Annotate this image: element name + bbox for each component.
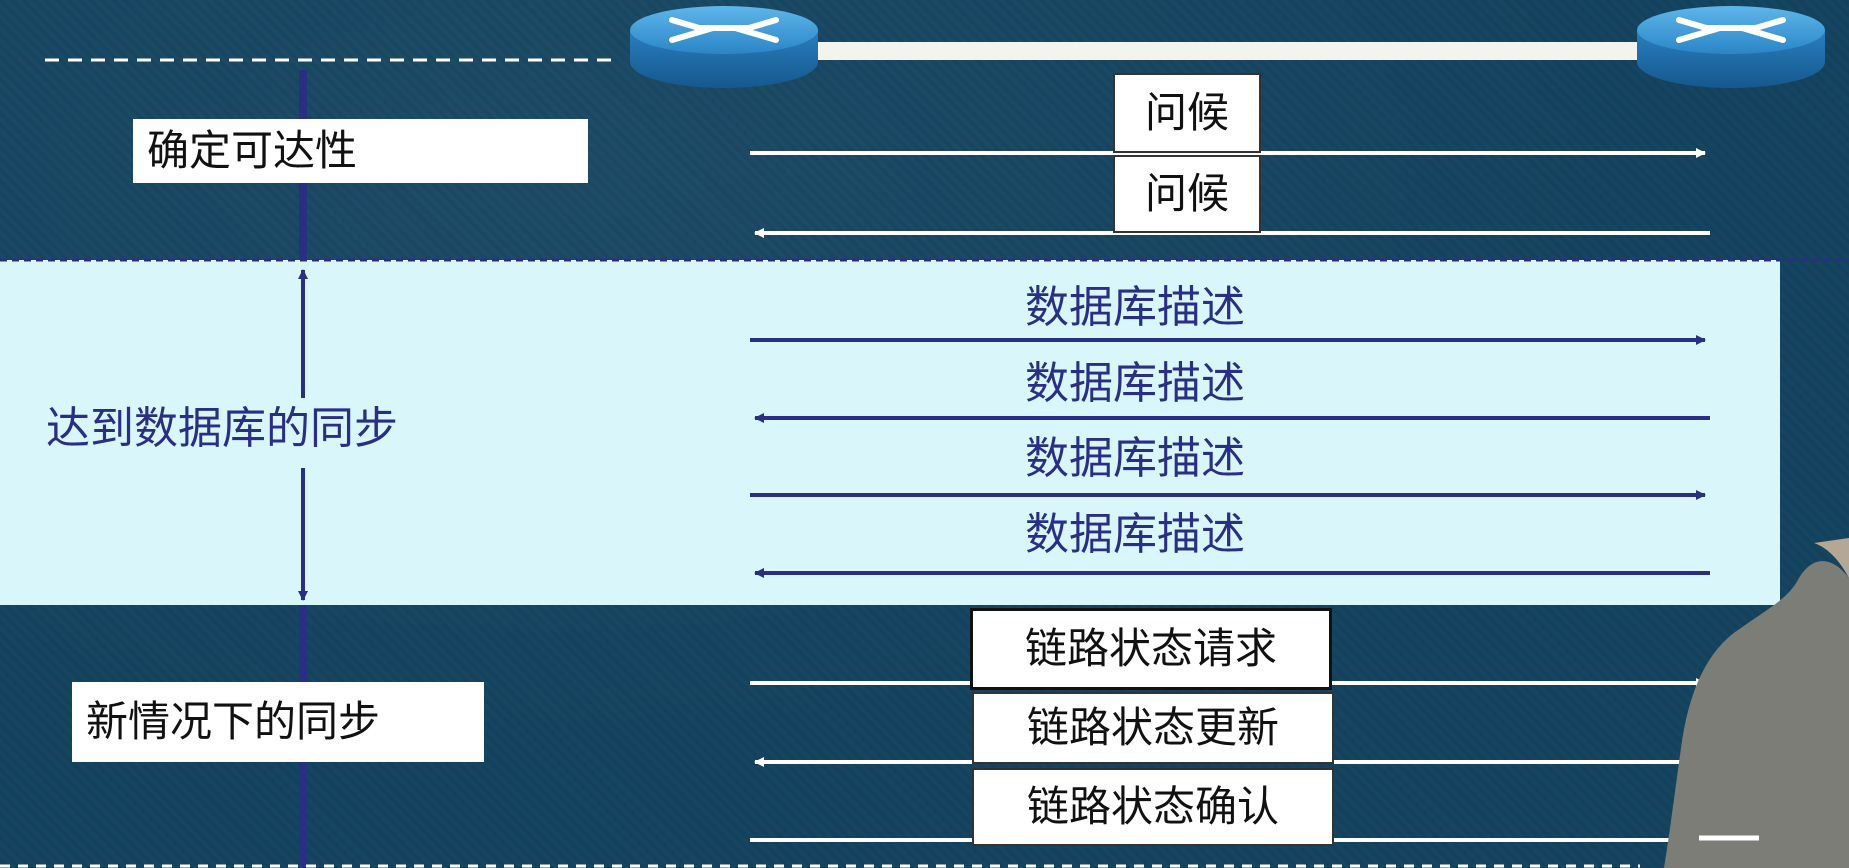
hello-message-box-1: 问候	[1113, 73, 1261, 153]
phase-label-reachability: 确定可达性	[133, 119, 588, 183]
hello-message-box-2: 问候	[1113, 155, 1261, 233]
phase-label-new-sync: 新情况下的同步	[72, 682, 484, 762]
dbd-label-4: 数据库描述	[1025, 509, 1245, 560]
presenter-image	[1664, 538, 1849, 868]
lsack-message-box: 链路状态确认	[972, 768, 1334, 846]
dbd-label-2: 数据库描述	[1025, 358, 1245, 409]
left-router-icon	[630, 6, 818, 88]
lsu-message-box: 链路状态更新	[972, 692, 1334, 764]
dbd-label-1: 数据库描述	[1025, 282, 1245, 333]
dbd-label-3: 数据库描述	[1025, 433, 1245, 484]
phase-label-db-sync: 达到数据库的同步	[46, 403, 398, 454]
lsr-message-box: 链路状态请求	[970, 608, 1332, 690]
router-link	[815, 42, 1645, 60]
right-router-icon	[1637, 6, 1825, 88]
db-sync-band	[0, 260, 1780, 605]
